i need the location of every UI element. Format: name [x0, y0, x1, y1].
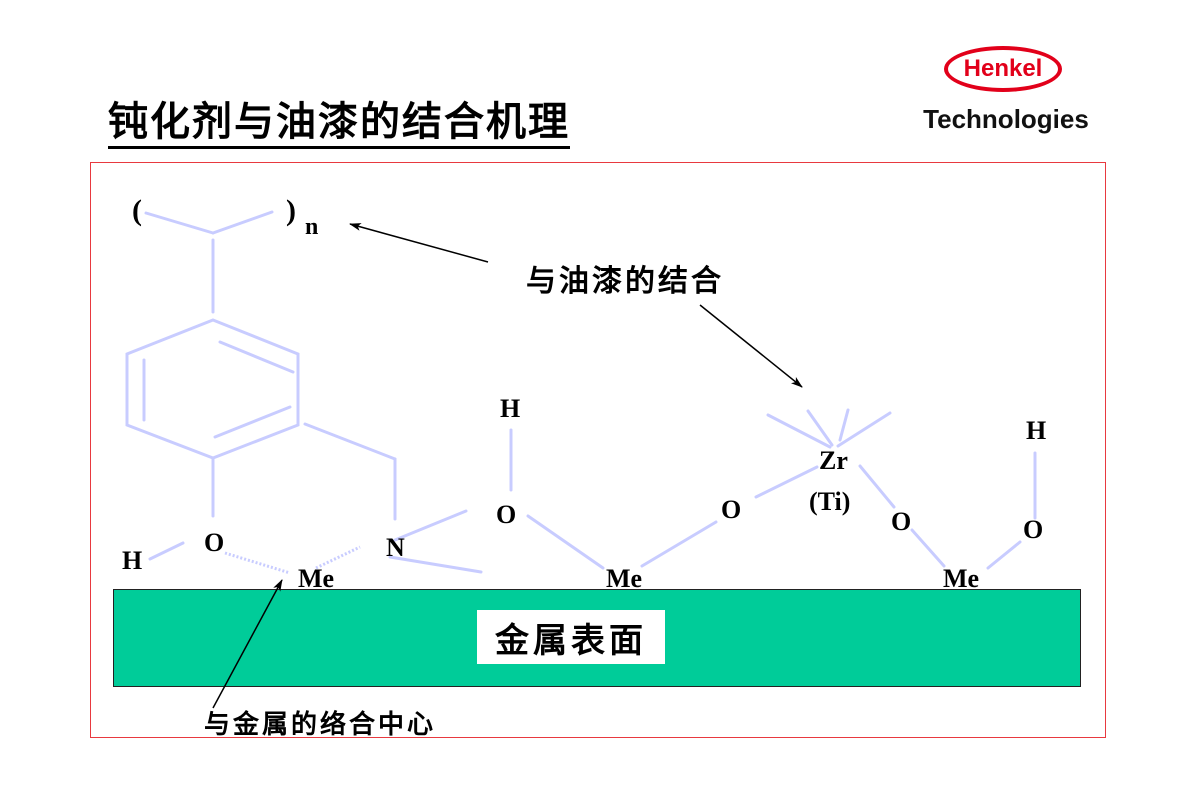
bond-o-to-zr	[754, 465, 819, 499]
metal-surface-label: 金属表面	[477, 610, 665, 664]
atom-me-2: Me	[606, 564, 643, 593]
arrow-to-polymer	[349, 223, 489, 263]
atom-phenol-o: O	[204, 528, 225, 557]
bond-me2-to-o	[640, 520, 718, 568]
bond-n-to-o	[393, 509, 468, 542]
atom-me-3: Me	[943, 564, 980, 593]
diagram-frame	[90, 162, 1106, 738]
benzene-ring	[125, 318, 300, 460]
bond-zr-to-o	[858, 464, 896, 509]
atom-n: N	[386, 533, 405, 562]
bond-zr-ligand-3	[838, 408, 850, 442]
callout-metal-complex-center: 与金属的络合中心	[204, 710, 437, 740]
polymer-open-paren: (	[132, 194, 142, 227]
bond-zr-ligand-4	[836, 411, 892, 448]
atom-zr: Zr	[819, 446, 848, 475]
coordination-bond-n-me	[315, 545, 361, 570]
atom-oh2-o: O	[1023, 515, 1044, 544]
atom-phenol-h: H	[122, 546, 143, 575]
bond-backbone-right	[211, 210, 274, 235]
bond-zr-ligand-2	[806, 409, 834, 447]
logo-brand: Henkel	[944, 46, 1062, 92]
henkel-logo: Henkel Technologies	[906, 46, 1106, 146]
atom-oh1-o: O	[496, 500, 517, 529]
bond-n-to-methyl	[388, 555, 483, 574]
bond-backbone-left	[144, 211, 215, 235]
ring-double-bond-3	[213, 405, 292, 439]
bond-me3-to-o	[986, 540, 1022, 570]
atom-o-zr-left: O	[721, 495, 742, 524]
bond-zr-ligand-1	[766, 413, 832, 449]
arrow-to-complex-center	[212, 579, 283, 709]
callout-paint-bonding: 与油漆的结合	[526, 264, 724, 299]
atom-me-1: Me	[298, 564, 335, 593]
atom-oh1-h: H	[500, 394, 521, 423]
arrow-to-zr-ligands	[699, 304, 803, 388]
coordination-bond-o-me	[224, 551, 291, 575]
atom-oh2-h: H	[1026, 416, 1047, 445]
polymer-subscript: n	[305, 214, 319, 240]
atom-ti: (Ti)	[809, 487, 851, 516]
ring-double-bond-1	[218, 340, 295, 374]
polymer-close-paren: )	[286, 194, 296, 227]
slide-title: 钝化剂与油漆的结合机理	[108, 100, 570, 149]
bond-ring-to-ch2	[303, 422, 397, 461]
bond-o-to-me3	[910, 528, 946, 568]
bond-h-o	[148, 541, 185, 561]
logo-subtitle: Technologies	[923, 104, 1089, 134]
bond-o-to-me2	[526, 514, 605, 570]
atom-o-zr-right: O	[891, 507, 912, 536]
